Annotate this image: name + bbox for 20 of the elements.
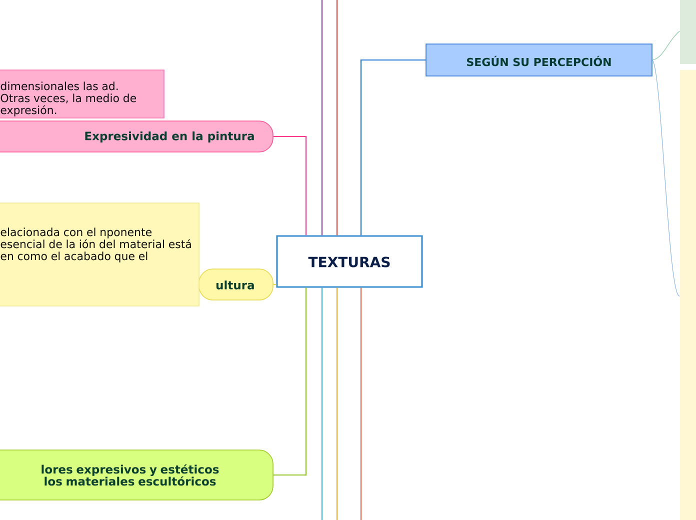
connector-line	[336, 288, 338, 520]
connector-line	[336, 0, 338, 236]
side-panel	[680, 0, 696, 64]
topic-box: SEGÚN SU PERCEPCIÓN	[426, 44, 652, 76]
subtopic-pill: lores expresivos y estéticos los materiales escultóricos	[0, 450, 274, 500]
note-box: dimensionales las ad. Otras veces, la medio de expresión.	[0, 70, 164, 118]
subtopic-pill: Expresividad en la pintura	[0, 120, 274, 152]
connector-line	[273, 284, 276, 286]
connector-line	[273, 288, 307, 476]
side-panel	[680, 70, 696, 520]
note-box: elacionada con el nponente esencial de la ión del material está en como el acabado que el	[0, 202, 200, 306]
topic-box: TEXTURAS	[276, 235, 423, 288]
connector-line	[360, 59, 426, 236]
connector-line	[652, 60, 680, 296]
connector-line	[273, 136, 307, 236]
connector-line	[652, 30, 680, 60]
connector-line	[321, 288, 323, 520]
subtopic-pill: ultura	[198, 268, 274, 300]
connector-line	[321, 0, 323, 236]
connector-line	[360, 288, 362, 520]
